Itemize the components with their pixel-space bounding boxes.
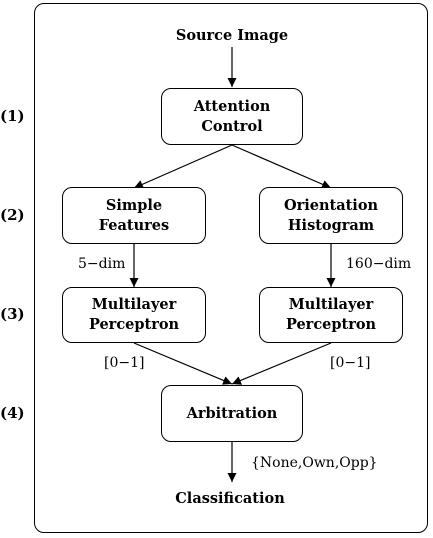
- classes-label: {None,Own,Opp}: [251, 455, 378, 471]
- diagram-frame: [34, 3, 428, 533]
- arbitration-label: Arbitration: [186, 404, 278, 422]
- mlp-left-line1: Multilayer: [91, 296, 177, 314]
- step-label-2: (2): [0, 206, 25, 224]
- arrow-mlp-left-to-arbitration: [133, 342, 233, 385]
- arrow-mlp-right-to-arbitration: [231, 342, 332, 385]
- step-label-4: (4): [0, 404, 25, 422]
- simple-features-box: Simple Features: [62, 187, 206, 244]
- mlp-left-line2: Perceptron: [88, 316, 180, 333]
- mlp-right-box: Multilayer Perceptron: [259, 287, 403, 343]
- orientation-histogram-line1: Orientation: [283, 196, 379, 214]
- source-image-label: Source Image: [175, 27, 289, 44]
- mlp-left-box: Multilayer Perceptron: [62, 287, 206, 343]
- arbitration-box: Arbitration: [161, 385, 303, 442]
- right-range-label: [0−1]: [330, 355, 371, 371]
- left-range-label: [0−1]: [104, 355, 145, 371]
- arrow-attention-to-simple-features: [133, 144, 233, 189]
- right-dim-label: 160−dim: [346, 256, 412, 272]
- arrow-attention-to-orientation-histogram: [231, 144, 332, 189]
- simple-features-line2: Features: [98, 216, 170, 234]
- orientation-histogram-line2: Histogram: [287, 216, 375, 234]
- step-label-3: (3): [0, 305, 25, 323]
- classification-label: Classification: [175, 490, 285, 507]
- attention-control-line2: Control: [201, 117, 263, 135]
- orientation-histogram-box: Orientation Histogram: [259, 187, 403, 244]
- simple-features-line1: Simple: [105, 196, 163, 214]
- step-label-1: (1): [0, 107, 25, 125]
- attention-control-box: Attention Control: [161, 88, 303, 145]
- mlp-right-line1: Multilayer: [288, 296, 374, 314]
- attention-control-line1: Attention: [193, 97, 271, 115]
- left-dim-label: 5−dim: [78, 256, 126, 272]
- mlp-right-line2: Perceptron: [285, 316, 377, 333]
